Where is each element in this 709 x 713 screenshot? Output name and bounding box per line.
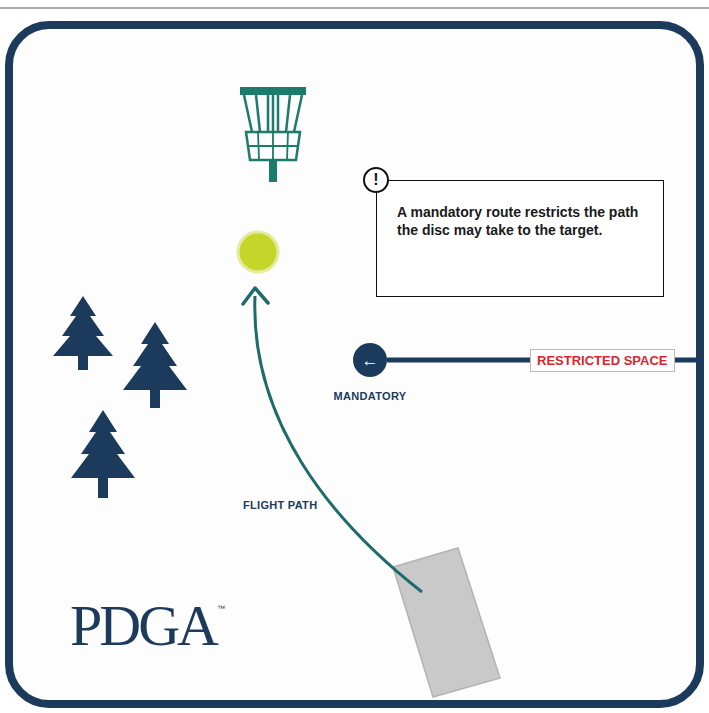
callout-box: A mandatory route restricts the path the… bbox=[376, 180, 664, 297]
pdga-logo: PDGA bbox=[70, 597, 216, 655]
top-rule bbox=[0, 8, 709, 9]
alert-circle: ! bbox=[363, 167, 389, 193]
restricted-line bbox=[387, 360, 530, 361]
node-text: ! bbox=[373, 172, 378, 188]
tee-pad bbox=[393, 548, 500, 697]
flight-path-label: FLIGHT PATH bbox=[243, 499, 317, 511]
trademark: ™ bbox=[217, 604, 225, 613]
frame bbox=[9, 25, 700, 704]
node-text: A mandatory route restricts the path the… bbox=[397, 203, 647, 239]
flight-path bbox=[255, 296, 422, 592]
restricted-label: RESTRICTED SPACE bbox=[530, 349, 675, 372]
node-heading: MANDATORY bbox=[334, 390, 407, 402]
node-text: ← bbox=[362, 352, 379, 369]
node-text: RESTRICTED SPACE bbox=[537, 353, 668, 368]
basket-icon bbox=[240, 87, 306, 182]
flight-arrowhead bbox=[243, 288, 268, 304]
disc-landing bbox=[238, 232, 278, 272]
trees bbox=[53, 296, 187, 498]
mandatory-marker: ←MANDATORY bbox=[353, 343, 387, 377]
